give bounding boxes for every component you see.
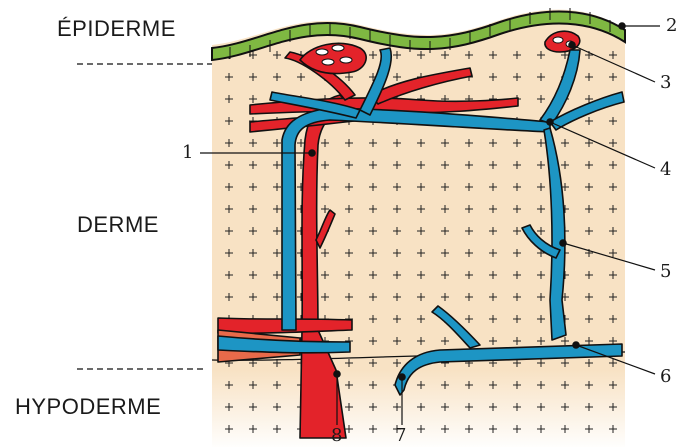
hypodermis-label: HYPODERME — [15, 394, 161, 420]
callout-1: 1 — [182, 142, 193, 163]
callout-2: 2 — [666, 15, 677, 36]
callout-4: 4 — [660, 159, 671, 180]
callout-7: 7 — [395, 425, 406, 446]
callout-8: 8 — [331, 425, 342, 446]
callout-6: 6 — [660, 366, 671, 387]
callout-5: 5 — [660, 261, 671, 282]
epidermis-label: ÉPIDERME — [57, 16, 176, 42]
dermis-label: DERME — [77, 212, 159, 238]
callout-3: 3 — [660, 72, 671, 93]
